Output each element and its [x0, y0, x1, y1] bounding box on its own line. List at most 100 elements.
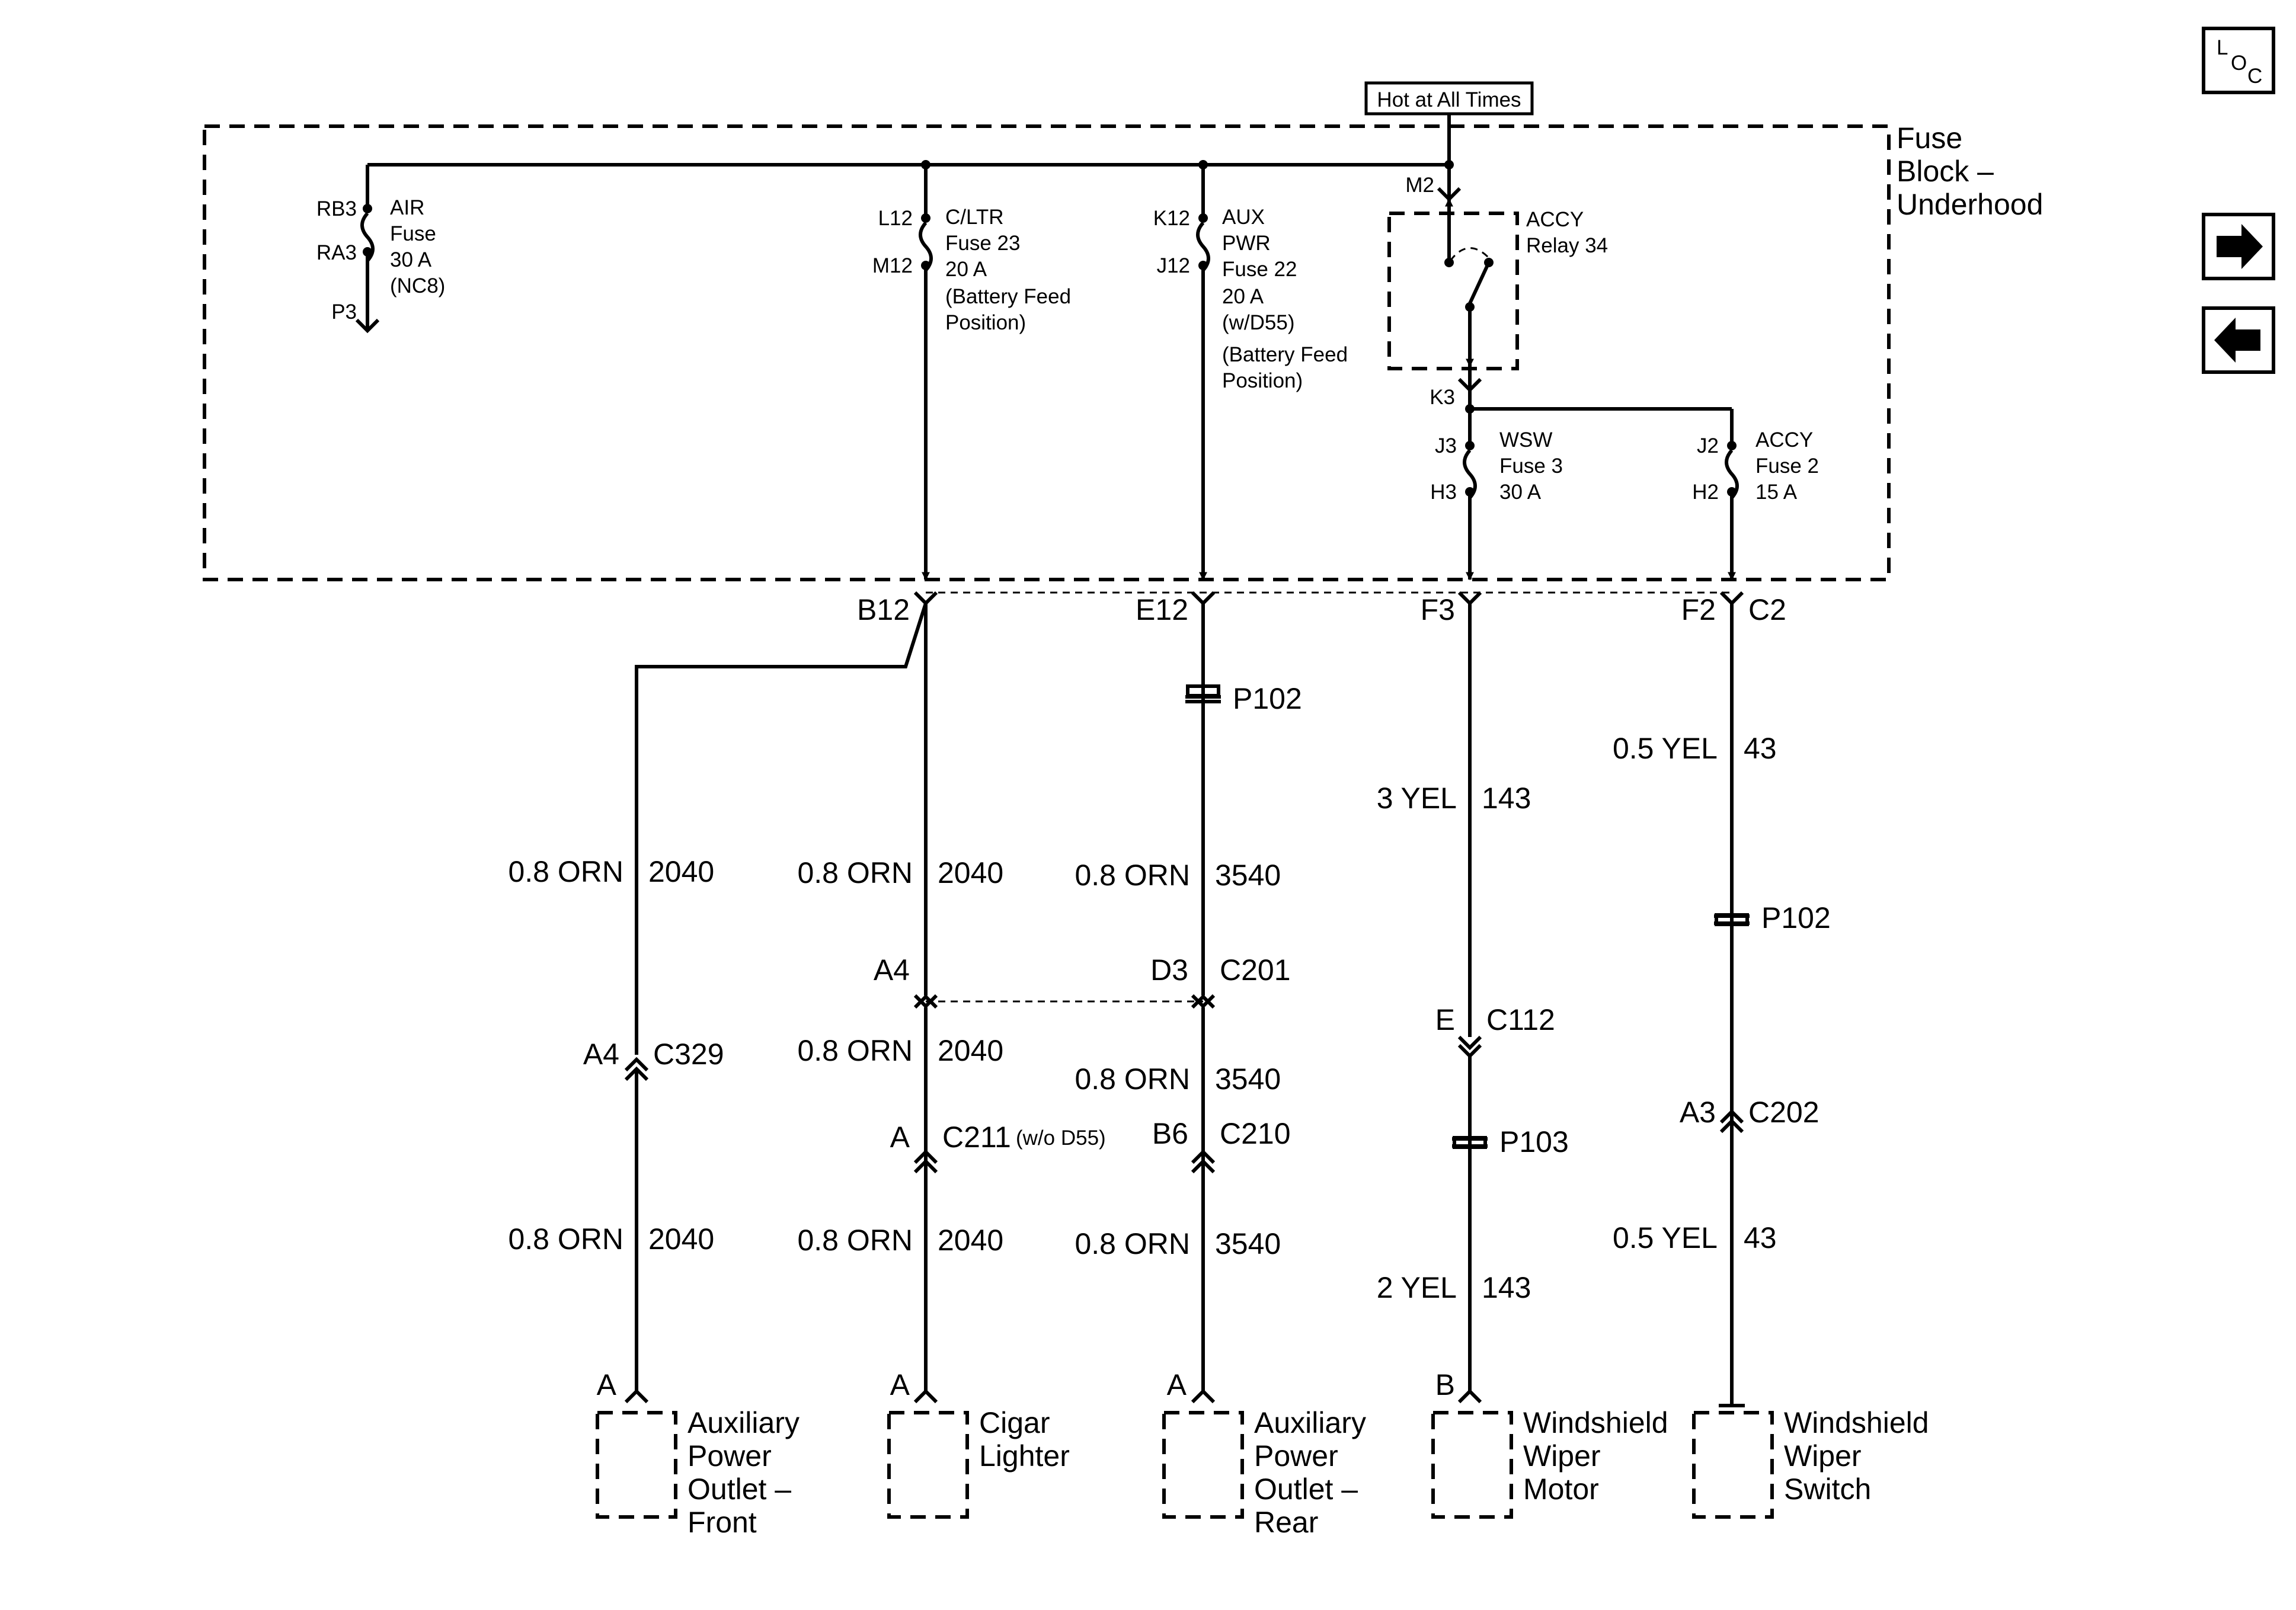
relay-label-1: ACCY: [1526, 208, 1584, 231]
wire-front-1-circuit: 2040: [648, 855, 714, 888]
accy-fuse-label-2: Fuse 2: [1755, 454, 1819, 478]
c210-name: C210: [1220, 1117, 1291, 1150]
wire-rear-2-circuit: 3540: [1215, 1062, 1281, 1096]
fuse-block-label-2: Block –: [1897, 155, 1994, 188]
c329-pin: A4: [583, 1038, 619, 1071]
connector-pins-block: [913, 591, 1744, 606]
pin-b12: B12: [857, 593, 910, 626]
accy-relay: [1387, 165, 1519, 409]
location-letter-o: O: [2231, 52, 2247, 75]
cltr-fuse: [919, 165, 933, 581]
c112-pin: E: [1435, 1003, 1455, 1036]
relay-output-pin: K3: [1430, 386, 1455, 409]
location-letter-l: L: [2217, 36, 2228, 59]
rear-outlet-label-4: Rear: [1254, 1506, 1318, 1539]
air-fuse-output-pin: P3: [331, 300, 357, 324]
c201-pin-right: D3: [1150, 953, 1188, 987]
wire-front-1-size: 0.8 ORN: [508, 855, 623, 888]
aux-fuse-label-3: Fuse 22: [1222, 258, 1297, 281]
rear-outlet-pin: A: [1167, 1368, 1187, 1401]
pin-f3: F3: [1421, 593, 1455, 626]
wire-motor-2-size: 2 YEL: [1377, 1271, 1457, 1304]
component-rear-outlet: [1162, 1411, 1244, 1519]
wire-cig-2-circuit: 2040: [938, 1034, 1003, 1067]
component-front-outlet: [596, 1411, 677, 1519]
front-outlet-pin: A: [597, 1368, 617, 1401]
wire-switch-1-size: 0.5 YEL: [1613, 732, 1718, 765]
accy-fuse-bottom-pin: H2: [1692, 481, 1719, 504]
wiper-switch-label-1: Windshield: [1784, 1406, 1929, 1439]
accy-fuse-label-3: 15 A: [1755, 481, 1798, 504]
wire-cig-1-size: 0.8 ORN: [797, 856, 913, 889]
wire-cig-2-size: 0.8 ORN: [797, 1034, 913, 1067]
wire-motor-1-circuit: 143: [1482, 782, 1531, 815]
wire-rear-3-size: 0.8 ORN: [1075, 1227, 1190, 1260]
wire-cig-3-circuit: 2040: [938, 1224, 1003, 1257]
rear-outlet-label-2: Power: [1254, 1439, 1338, 1473]
next-page-button[interactable]: [2202, 213, 2275, 280]
power-bus: [367, 114, 1454, 169]
cltr-fuse-label-5: Position): [945, 311, 1026, 334]
wsw-fuse: [1463, 409, 1477, 581]
aux-fuse-label-2: PWR: [1222, 232, 1271, 255]
wire-front-2-circuit: 2040: [648, 1222, 714, 1256]
wiper-motor-label-2: Wiper: [1523, 1439, 1601, 1473]
wire-switch-1-circuit: 43: [1744, 732, 1777, 765]
c211-note: (w/o D55): [1016, 1126, 1106, 1150]
wire-motor-2-circuit: 143: [1482, 1271, 1531, 1304]
cltr-fuse-label-1: C/LTR: [945, 206, 1004, 229]
c210-pin: B6: [1152, 1117, 1188, 1150]
cltr-fuse-label-4: (Battery Feed: [945, 285, 1071, 308]
aux-fuse-label-5: (w/D55): [1222, 311, 1295, 334]
splice-p102-rear: P102: [1233, 682, 1302, 715]
wiper-motor-label-3: Motor: [1523, 1473, 1599, 1506]
wire-motor-1-size: 3 YEL: [1377, 782, 1457, 815]
wire-cig-1-circuit: 2040: [938, 856, 1003, 889]
aux-fuse-label-7: Position): [1222, 369, 1303, 392]
wire-wiper-switch: [1714, 603, 1750, 1407]
air-fuse-label-3: 30 A: [390, 248, 432, 271]
wire-rear-1-size: 0.8 ORN: [1075, 859, 1190, 892]
aux-fuse-top-pin: K12: [1153, 207, 1190, 230]
aux-fuse-label-1: AUX: [1222, 206, 1265, 229]
fuse-block-label-1: Fuse: [1897, 121, 1962, 155]
wire-rear-2-size: 0.8 ORN: [1075, 1062, 1190, 1096]
hot-label-text: Hot at All Times: [1377, 88, 1521, 111]
splice-p102-switch: P102: [1761, 901, 1831, 934]
aux-fuse-bottom-pin: J12: [1157, 254, 1190, 277]
wsw-fuse-label-2: Fuse 3: [1499, 454, 1563, 478]
wire-switch-2-circuit: 43: [1744, 1221, 1777, 1254]
wire-switch-2-size: 0.5 YEL: [1613, 1221, 1718, 1254]
front-outlet-label-1: Auxiliary: [687, 1406, 800, 1439]
cigar-lighter-label-2: Lighter: [979, 1439, 1070, 1473]
relay-label-2: Relay 34: [1526, 234, 1608, 257]
accy-fuse-top-pin: J2: [1697, 434, 1719, 457]
c211-name: C211: [942, 1121, 1011, 1154]
fuse-block-outline: [203, 124, 1891, 581]
wire-front-outlet: [624, 603, 928, 1404]
relay-input-pin: M2: [1405, 174, 1434, 197]
accy-fuse: [1725, 441, 1739, 581]
location-button[interactable]: L O C: [2202, 27, 2275, 94]
cigar-lighter-label-1: Cigar: [979, 1406, 1050, 1439]
wire-rear-1-circuit: 3540: [1215, 859, 1281, 892]
fuse-block-label-3: Underhood: [1897, 188, 2043, 221]
air-fuse-top-pin: RB3: [316, 197, 357, 220]
c202-pin: A3: [1680, 1096, 1716, 1129]
component-wiper-switch: [1692, 1411, 1774, 1519]
cltr-fuse-label-2: Fuse 23: [945, 232, 1020, 255]
wiper-switch-label-2: Wiper: [1784, 1439, 1862, 1473]
wire-rear-outlet: [1185, 603, 1221, 1404]
aux-pwr-fuse: [1196, 165, 1210, 581]
component-cigar-lighter: [887, 1411, 969, 1519]
wire-rear-3-circuit: 3540: [1215, 1227, 1281, 1260]
aux-fuse-label-4: 20 A: [1222, 285, 1264, 308]
c112-name: C112: [1486, 1003, 1555, 1036]
air-fuse-label-1: AIR: [390, 196, 424, 219]
wire-cig-3-size: 0.8 ORN: [797, 1224, 913, 1257]
wiper-switch-label-3: Switch: [1784, 1473, 1871, 1506]
c211-pin: A: [890, 1121, 910, 1154]
air-fuse-bottom-pin: RA3: [316, 241, 357, 264]
previous-page-button[interactable]: [2202, 306, 2275, 374]
